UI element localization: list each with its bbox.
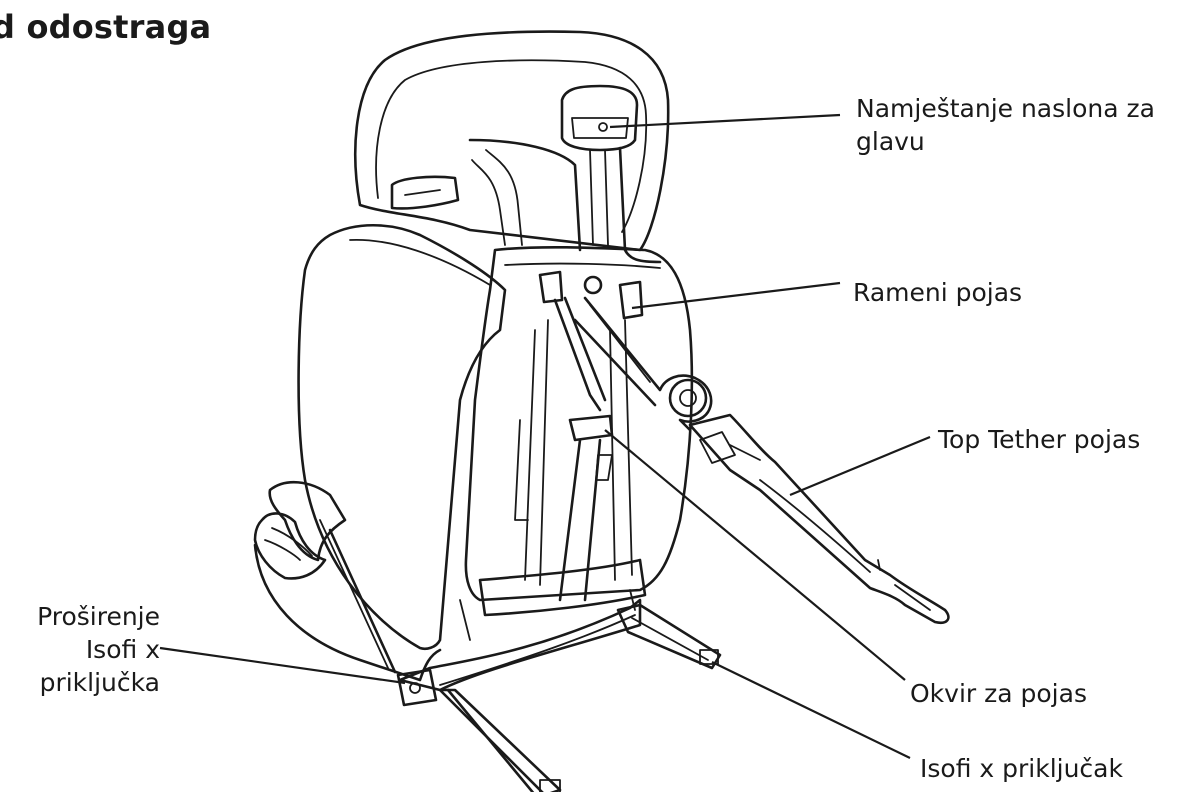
leader-top-tether [790, 437, 930, 495]
label-headrest-adjust-line1: Namještanje naslona za [856, 92, 1155, 125]
label-isofix-extension-line3: priključka [4, 666, 160, 699]
leader-shoulder-belt [632, 283, 840, 308]
label-headrest-adjust: Namještanje naslona za glavu [856, 92, 1155, 158]
isofix-arm-left [440, 690, 560, 792]
label-isofix-extension: Proširenje Isofi x priključka [4, 600, 160, 699]
label-shoulder-belt: Rameni pojas [853, 276, 1022, 309]
leader-isofix-extension [160, 648, 405, 683]
label-headrest-adjust-line2: glavu [856, 125, 1155, 158]
shell-center-hole [585, 277, 601, 293]
belt-slot-right [620, 282, 642, 318]
belt-roller [670, 380, 706, 416]
seat-back-shell [466, 247, 692, 600]
car-seat-rear-view [255, 32, 948, 792]
leader-isofix-connector [712, 662, 910, 758]
label-isofix-extension-line1: Proširenje [4, 600, 160, 633]
label-top-tether: Top Tether pojas [938, 423, 1140, 456]
belt-frame-guide [570, 416, 612, 440]
label-isofix-connector: Isofi x priključak [920, 752, 1123, 785]
seat-spine [470, 140, 580, 250]
belt-slot-left [540, 272, 562, 302]
leader-headrest-adjust [610, 115, 840, 127]
headrest-shell [355, 32, 668, 250]
label-belt-frame: Okvir za pojas [910, 677, 1087, 710]
label-isofix-extension-line2: Isofi x [4, 633, 160, 666]
